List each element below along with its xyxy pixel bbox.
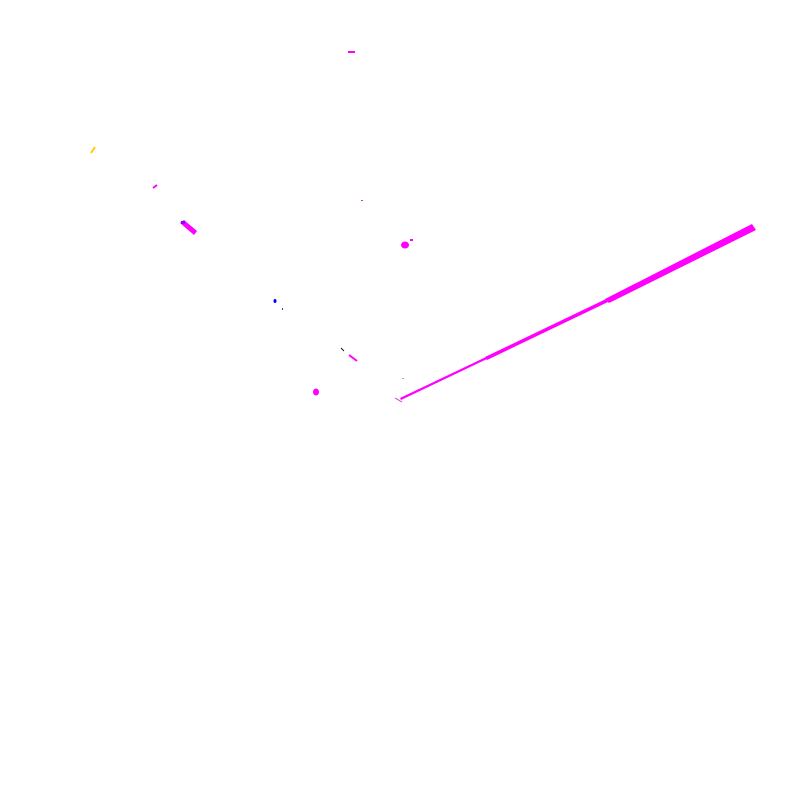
long-streak	[394, 224, 756, 403]
magenta-dot-low	[313, 388, 319, 396]
top-dash	[348, 51, 355, 53]
magenta-cluster-speck	[410, 239, 413, 241]
left-tick	[152, 184, 158, 189]
dark-tick	[340, 347, 345, 352]
purple-blob-core	[181, 221, 185, 224]
streak-mid-segment	[485, 299, 608, 360]
blue-dot	[273, 299, 277, 303]
streak-wide-segment	[605, 224, 756, 303]
streak-tail	[394, 397, 403, 403]
pink-dash	[348, 354, 358, 362]
yellow-tick	[90, 146, 96, 154]
faint-speck	[402, 378, 404, 379]
fragments	[90, 51, 413, 396]
streak-thin-segment	[400, 357, 487, 400]
small-dot-mid	[361, 200, 363, 201]
magenta-cluster	[401, 241, 409, 249]
blue-speck	[282, 308, 283, 310]
